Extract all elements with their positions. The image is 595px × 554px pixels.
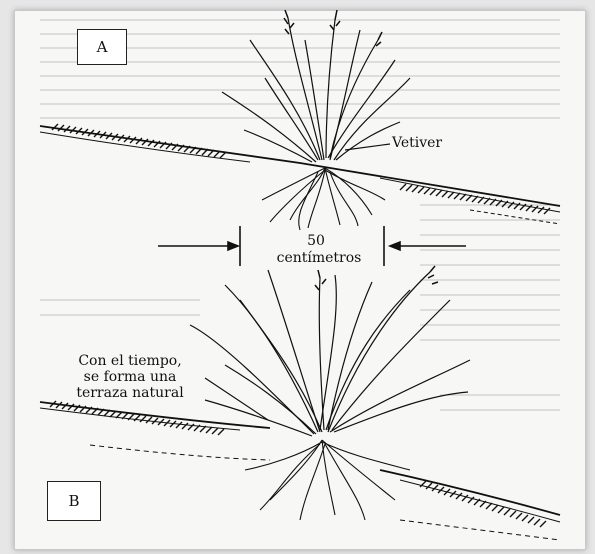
measurement-value: 50: [296, 233, 336, 249]
caption-line: se forma una: [40, 369, 220, 385]
panel-label-b: B: [47, 481, 101, 521]
roots-a: [262, 168, 385, 230]
vetiver-plant-b: [190, 266, 470, 436]
panel-label-a: A: [77, 29, 127, 65]
caption: Con el tiempo, se forma una terraza natu…: [40, 353, 220, 401]
roots-b: [245, 440, 410, 520]
caption-line: terraza natural: [40, 385, 220, 401]
caption-line: Con el tiempo,: [40, 353, 220, 369]
plant-label: Vetiver: [392, 135, 442, 151]
slope-a: [40, 124, 560, 224]
measurement-unit: centímetros: [264, 250, 374, 266]
vetiver-pointer: [345, 144, 390, 150]
vetiver-plant-a: [222, 10, 410, 162]
